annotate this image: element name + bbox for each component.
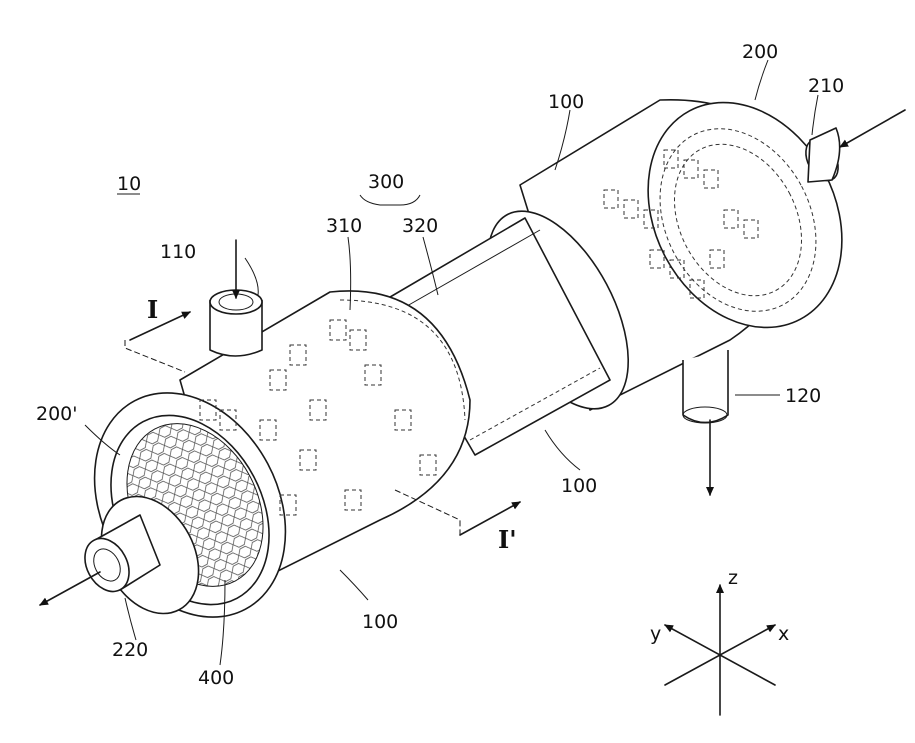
label-310: 310	[326, 215, 362, 237]
label-210: 210	[808, 75, 844, 97]
label-300: 300	[368, 171, 404, 193]
label-120: 120	[785, 385, 821, 407]
label-400: 400	[198, 667, 234, 689]
label-220: 220	[112, 639, 148, 661]
left-housing	[57, 290, 470, 651]
label-200-prime: 200'	[36, 403, 78, 425]
label-200: 200	[742, 41, 778, 63]
inflow-arrow-210	[840, 110, 905, 147]
axis-gizmo	[665, 585, 775, 715]
label-10: 10	[117, 173, 141, 195]
outflow-arrow-220	[40, 572, 100, 605]
label-axis-z: z	[728, 567, 738, 589]
label-axis-x: x	[778, 623, 789, 645]
label-axis-y: y	[650, 623, 661, 645]
label-110: 110	[160, 241, 196, 263]
label-320: 320	[402, 215, 438, 237]
label-100-bot: 100	[362, 611, 398, 633]
label-section-I: I	[147, 295, 158, 324]
label-section-I-prime: I'	[498, 525, 517, 554]
label-100-top: 100	[548, 91, 584, 113]
label-100-mid: 100	[561, 475, 597, 497]
